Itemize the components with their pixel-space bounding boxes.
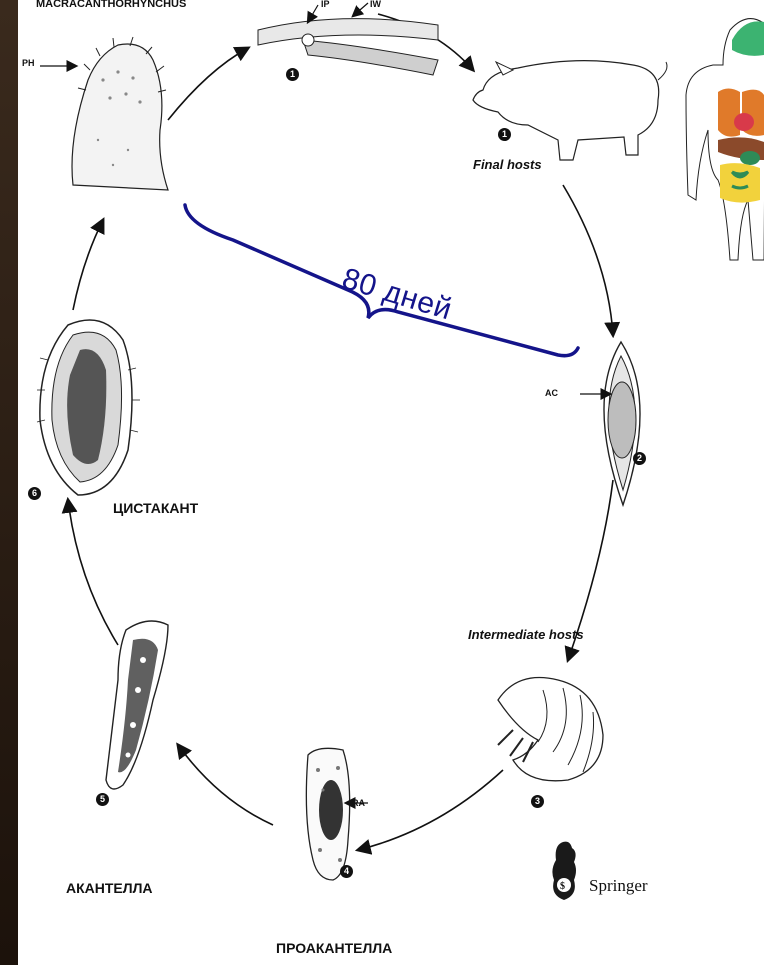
pig-illustration [473,61,667,160]
arrow-cystacanth-to-adult [73,220,103,310]
diagram-title: MACRACANTHORHYNCHUS [36,0,186,10]
arrow-proacanthella-to-acanthella [178,745,273,825]
step-number-badge: 5 [96,793,109,806]
step-number-badge: 6 [28,487,41,500]
step-number-badge: 1 [286,68,299,81]
label-ip: IP [321,0,330,9]
label-iw: IW [370,0,381,9]
acanthella-illustration [106,621,168,789]
step-number-badge: 3 [531,795,544,808]
slide-frame-left [0,0,18,965]
intestine-wall-illustration [258,3,438,75]
human-organs-illustration [686,19,764,260]
step-number-badge: 4 [340,865,353,878]
stage-label-acanthella: АКАНТЕЛЛА [66,880,153,896]
final-hosts-label: Final hosts [473,157,542,172]
intermediate-hosts-label: Intermediate hosts [468,627,584,642]
grub-illustration [498,678,603,781]
label-ra: RA [352,798,365,808]
publisher-name: Springer [589,876,648,896]
cystacanth-illustration [37,320,140,495]
label-ph: PH [22,58,35,68]
arrow-acanthella-to-cystacanth [68,500,118,645]
svg-text:$: $ [560,881,565,892]
proacanthella-illustration [306,748,368,880]
egg-illustration [580,342,640,505]
springer-logo: $ [552,842,576,900]
diagram-svg: $ [18,0,764,965]
adult-worm-illustration [40,37,168,190]
stage-label-cystacanth: ЦИСТАКАНТ [113,500,198,516]
arrow-adult-to-intestine [168,48,248,120]
slide-frame-right [764,0,768,965]
arrow-beetle-to-proacanthella [358,770,503,850]
step-number-badge: 1 [498,128,511,141]
arrow-pig-to-egg [563,185,613,335]
label-ac: AC [545,388,558,398]
step-number-badge: 2 [633,452,646,465]
lifecycle-diagram: $ MACRACANTHORHYNCHUS PH IP IW AC RA Fin… [18,0,764,965]
stage-label-proacanthella: ПРОАКАНТЕЛЛА [276,940,392,956]
